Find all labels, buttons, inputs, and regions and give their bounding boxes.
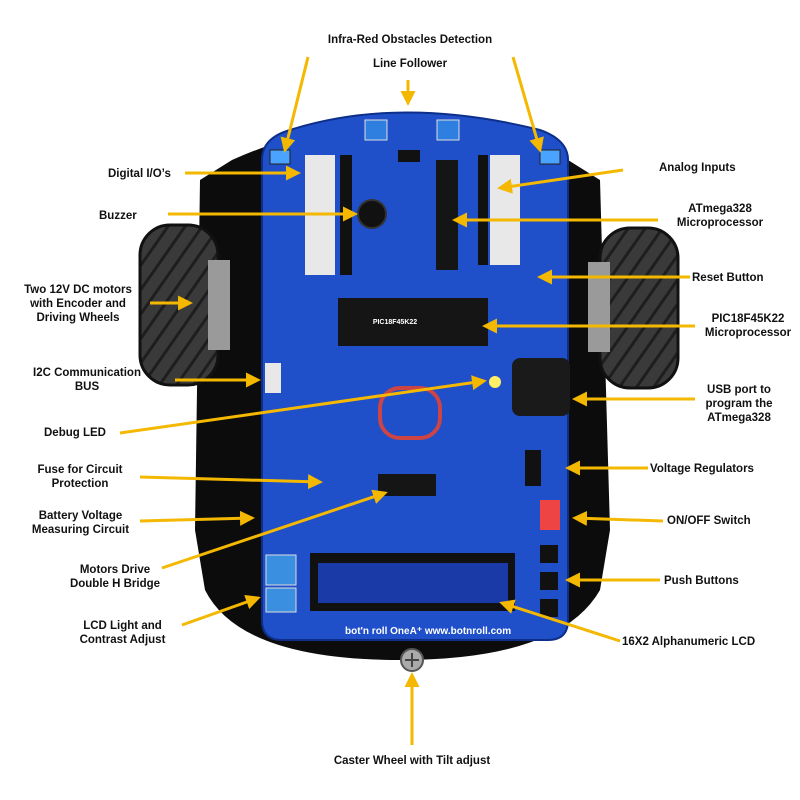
label-battery-voltage: Battery Voltage Measuring Circuit [18,509,143,537]
label-battery-line2: Measuring Circuit [31,524,130,536]
label-digital-io: Digital I/O’s [108,168,171,180]
label-usb-line1: USB port to [707,384,771,396]
label-atmega328-line2: Microprocessor [676,217,764,229]
label-push-buttons: Push Buttons [664,575,739,587]
label-motors-drive: Motors Drive Double H Bridge [55,563,175,591]
label-atmega328: ATmega328 Microprocessor [660,202,780,230]
label-battery-line1: Battery Voltage [38,510,123,522]
label-voltage-regulators: Voltage Regulators [650,463,754,475]
label-reset-button: Reset Button [692,272,764,284]
chip-label: PIC18F45K22 [373,319,417,326]
callout-arrows [119,56,695,745]
label-fuse: Fuse for Circuit Protection [20,463,140,491]
label-caster-wheel: Caster Wheel with Tilt adjust [333,755,491,767]
label-i2c-bus: I2C Communication BUS [2,366,172,394]
label-lcd-adjust-line2: Contrast Adjust [79,634,166,646]
label-i2c-line1: I2C Communication [33,367,141,379]
label-dc-motors-line2: with Encoder and [30,298,126,310]
lcd-display [310,553,515,611]
label-fuse-line1: Fuse for Circuit [37,464,123,476]
right-wheel [588,226,680,390]
label-motors-drive-line2: Double H Bridge [69,578,161,590]
label-onoff-switch: ON/OFF Switch [667,515,751,527]
label-pic-line1: PIC18F45K22 [711,313,785,325]
left-wheel [138,223,230,387]
label-dc-motors: Two 12V DC motors with Encoder and Drivi… [8,283,148,325]
label-pic-line2: Microprocessor [704,327,792,339]
label-atmega328-line1: ATmega328 [688,203,752,215]
label-lcd-adjust: LCD Light and Contrast Adjust [60,619,185,647]
label-motors-drive-line1: Motors Drive [79,564,151,576]
caster-screw [400,648,424,672]
label-debug-led: Debug LED [44,427,106,439]
label-dc-motors-line1: Two 12V DC motors [24,284,132,296]
label-line-follower: Line Follower [372,58,448,70]
label-analog-inputs: Analog Inputs [659,162,736,174]
label-dc-motors-line3: Driving Wheels [36,312,120,324]
label-16x2-lcd: 16X2 Alphanumeric LCD [622,636,756,648]
label-pic18f45k22: PIC18F45K22 Microprocessor [693,312,800,340]
label-infrared-obstacles: Infra-Red Obstacles Detection [327,34,493,46]
label-i2c-line2: BUS [74,381,100,393]
board-silk-text: bot'n roll OneA⁺ www.botnroll.com [345,626,511,637]
label-usb-port: USB port to program the ATmega328 [685,383,793,425]
label-lcd-adjust-line1: LCD Light and [83,620,162,632]
label-usb-line3: ATmega328 [707,412,771,424]
label-usb-line2: program the [705,398,773,410]
label-buzzer: Buzzer [99,210,137,222]
label-fuse-line2: Protection [51,478,109,490]
